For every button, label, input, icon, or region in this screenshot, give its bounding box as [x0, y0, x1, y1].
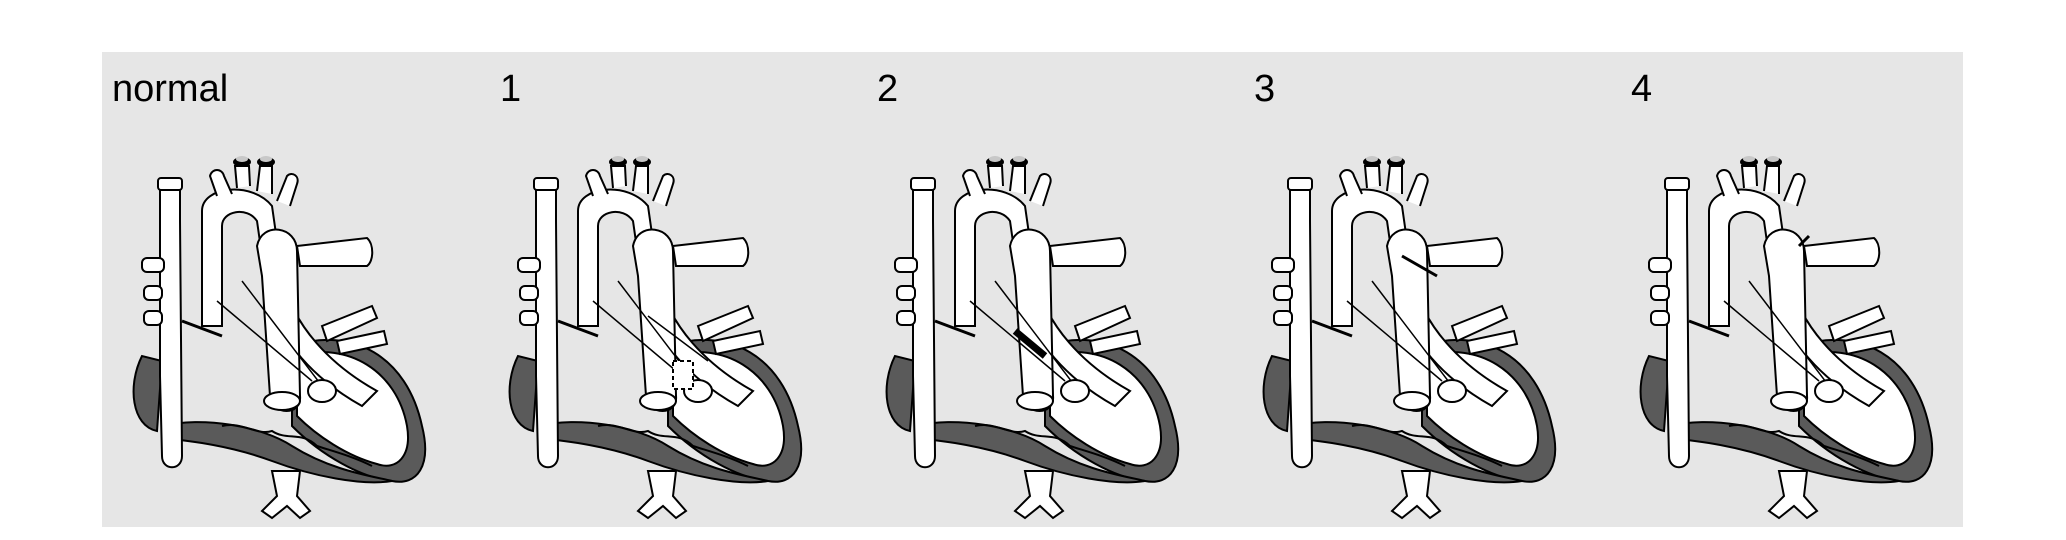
heart-diagram-3 [1262, 156, 1557, 520]
inferior-vessel [1390, 470, 1442, 520]
inferior-vessel [260, 470, 312, 520]
atrium-wall [885, 354, 917, 433]
heart-diagram-1 [508, 156, 803, 520]
atrium-wall [1262, 354, 1294, 433]
aortic-arch [1331, 188, 1509, 408]
label-2: 2 [877, 68, 899, 110]
pulmonary-trunk [1008, 228, 1055, 412]
label-3: 3 [1254, 68, 1276, 110]
atrium-wall [132, 354, 164, 433]
inferior-vessel [636, 470, 688, 520]
pulmonary-trunk [1762, 228, 1809, 412]
atrium-wall [1639, 354, 1671, 433]
vena-cava [1289, 185, 1314, 469]
aortic-arch [201, 188, 379, 408]
heart-diagram-2 [885, 156, 1180, 520]
inferior-vessel [1767, 470, 1819, 520]
atrium-wall [508, 354, 540, 433]
aortic-arch [1708, 188, 1886, 408]
label-4: 4 [1631, 68, 1653, 110]
inferior-vessel [1013, 470, 1065, 520]
vena-cava [159, 185, 184, 469]
heart-diagram-4 [1639, 156, 1934, 520]
vena-cava [912, 185, 937, 469]
label-1: 1 [500, 68, 522, 110]
vena-cava [535, 185, 560, 469]
pulmonary-trunk [255, 228, 302, 412]
aortic-arch [577, 188, 755, 408]
figure-panel: normal 1 2 3 4 [102, 52, 1963, 527]
heart-diagram-normal [132, 156, 427, 520]
vena-cava [1666, 185, 1691, 469]
label-normal: normal [112, 68, 229, 110]
pulmonary-trunk [1385, 228, 1432, 412]
aortic-arch [954, 188, 1132, 408]
